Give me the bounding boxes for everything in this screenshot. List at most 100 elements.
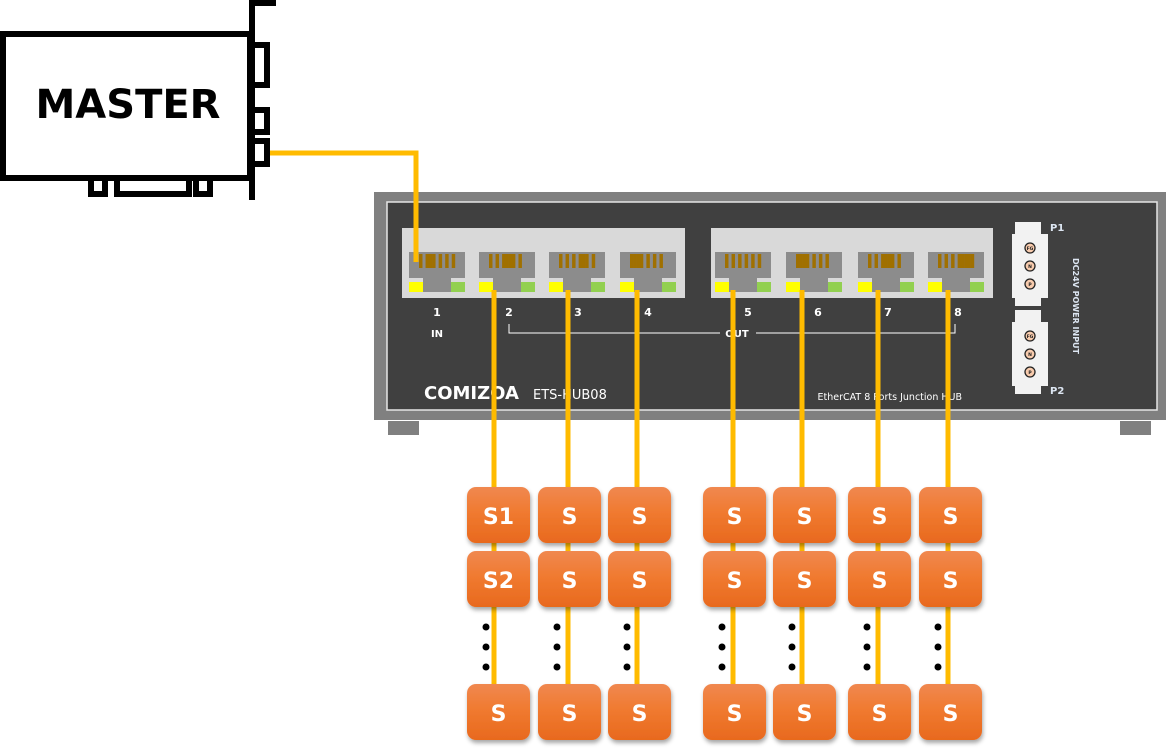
ellipsis-dot xyxy=(788,623,796,631)
power-connector-label: P2 xyxy=(1050,386,1064,397)
slave-node[interactable]: S xyxy=(703,487,766,543)
port-pin xyxy=(725,254,729,268)
slave-node-label: S xyxy=(943,569,959,594)
slave-node-box xyxy=(467,551,530,607)
ethernet-port-3[interactable]: 3 xyxy=(549,252,605,319)
slave-node-label: S xyxy=(727,505,743,530)
master-card-body xyxy=(0,31,253,181)
ellipsis-dot xyxy=(863,643,871,651)
ellipsis-dot xyxy=(718,643,726,651)
slave-node-box xyxy=(608,551,671,607)
port-jack-body xyxy=(715,252,771,278)
port-pin xyxy=(508,254,513,268)
link-led-icon xyxy=(479,282,493,292)
port-pin xyxy=(825,254,829,268)
port-pin xyxy=(731,254,736,268)
port-pin xyxy=(652,254,657,268)
port-pin xyxy=(639,254,644,268)
port-pin xyxy=(751,254,755,268)
slave-node[interactable]: S1 xyxy=(467,487,530,543)
port-pin xyxy=(633,254,637,268)
slave-node[interactable]: S xyxy=(919,684,982,740)
slave-node[interactable]: S xyxy=(773,551,836,607)
port-pin xyxy=(445,254,449,268)
ethernet-port-6[interactable]: 6 xyxy=(786,252,842,319)
port-jack-latch xyxy=(942,278,970,292)
port-pin xyxy=(572,254,576,268)
ethernet-port-5[interactable]: 5 xyxy=(715,252,771,319)
port-pin xyxy=(938,254,942,268)
ellipsis-dot xyxy=(553,663,561,671)
port-jack-body xyxy=(549,252,605,278)
slave-node[interactable]: S xyxy=(773,684,836,740)
terminal-screw-icon xyxy=(1024,278,1036,290)
port-jack-latch xyxy=(493,278,521,292)
ellipsis-dot xyxy=(623,663,631,671)
port-jack-latch xyxy=(423,278,451,292)
slave-node[interactable]: S xyxy=(467,684,530,740)
slave-node[interactable]: S xyxy=(538,551,601,607)
slave-node[interactable]: S xyxy=(608,551,671,607)
ethernet-port-7[interactable]: 7 xyxy=(858,252,914,319)
slave-node-label: S xyxy=(943,702,959,727)
port-pin xyxy=(874,254,879,268)
ellipsis-dot xyxy=(623,623,631,631)
port-pin xyxy=(585,254,589,268)
port-pin xyxy=(897,254,901,268)
slave-node[interactable]: S xyxy=(703,684,766,740)
slave-node[interactable]: S2 xyxy=(467,551,530,607)
port-pin xyxy=(646,254,650,268)
slave-node[interactable]: S xyxy=(538,684,601,740)
port-jack-body xyxy=(928,252,984,278)
ethernet-port-4[interactable]: 4 xyxy=(620,252,676,319)
slave-node[interactable]: S xyxy=(848,684,911,740)
port-pin xyxy=(738,254,742,268)
slave-node[interactable]: S xyxy=(773,487,836,543)
port-pin xyxy=(419,254,423,268)
hub-brand: COMIZOA xyxy=(424,383,519,404)
ellipsis-dot xyxy=(553,643,561,651)
slave-node[interactable]: S xyxy=(703,551,766,607)
port-pin xyxy=(890,254,895,268)
slave-node-box xyxy=(703,684,766,740)
slave-node-label: S2 xyxy=(483,569,514,594)
slave-node-label: S xyxy=(562,505,578,530)
slave-node[interactable]: S xyxy=(608,487,671,543)
link-led-icon xyxy=(549,282,563,292)
slave-node[interactable]: S xyxy=(538,487,601,543)
link-led-icon xyxy=(409,282,423,292)
port-pin xyxy=(659,254,663,268)
activity-led-icon xyxy=(828,282,842,292)
slave-node[interactable]: S xyxy=(608,684,671,740)
port-pin xyxy=(757,254,762,268)
port-pin xyxy=(868,254,872,268)
activity-led-icon xyxy=(521,282,535,292)
slave-node-box xyxy=(467,684,530,740)
terminal-pin-label: FG xyxy=(1027,246,1034,252)
slave-node-box xyxy=(608,684,671,740)
out-label: OUT xyxy=(725,329,749,340)
slave-node[interactable]: S xyxy=(848,551,911,607)
port-pin xyxy=(884,254,888,268)
port-jack-latch xyxy=(729,278,757,292)
ellipsis-dot xyxy=(718,663,726,671)
port-pin xyxy=(451,254,456,268)
terminal-screw-icon xyxy=(1024,260,1036,272)
ethernet-port-8[interactable]: 8 xyxy=(928,252,984,319)
activity-led-icon xyxy=(900,282,914,292)
port-jack-latch xyxy=(634,278,662,292)
slave-node[interactable]: S xyxy=(919,487,982,543)
ellipsis-dot xyxy=(553,623,561,631)
port-pin xyxy=(887,254,892,268)
slave-node[interactable]: S xyxy=(919,551,982,607)
ellipsis-dot xyxy=(788,643,796,651)
slave-node-label: S xyxy=(632,702,648,727)
slave-node-label: S xyxy=(727,569,743,594)
port-number-label: 4 xyxy=(644,306,652,319)
hub-description: EtherCAT 8 Ports Junction HUB xyxy=(818,392,962,403)
ethernet-port-2[interactable]: 2 xyxy=(479,252,535,319)
port-pin xyxy=(505,254,509,268)
port-pin xyxy=(511,254,516,268)
port-pin xyxy=(432,254,436,268)
slave-node[interactable]: S xyxy=(848,487,911,543)
